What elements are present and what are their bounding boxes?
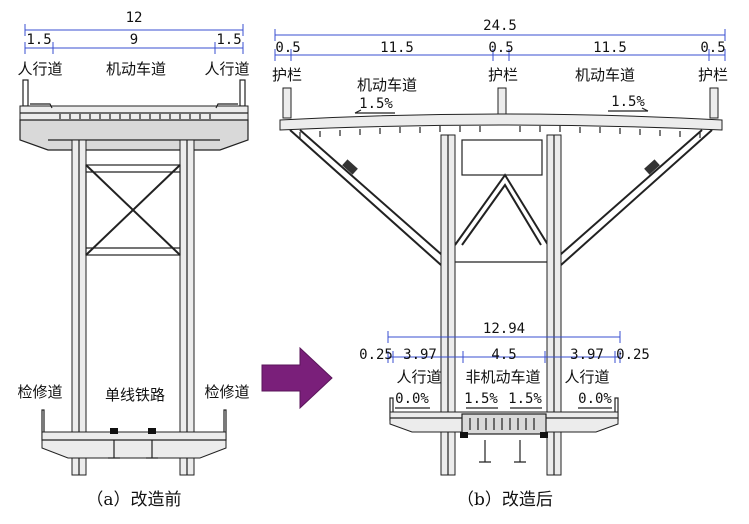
label-b-lower-sidewalk-right: 人行道 (564, 368, 609, 386)
guardrail-b-mid (497, 87, 507, 119)
dim-b-seg1: 0.5 (275, 40, 300, 56)
label-b-motor-right: 机动车道 (575, 66, 635, 84)
slope-b-left: 1.5% (359, 96, 393, 112)
arrow-right-icon (261, 346, 333, 410)
slope-b-lower-mid-right: 1.5% (508, 391, 542, 407)
slope-b-lower-right: 0.0% (578, 391, 612, 407)
label-b-guard-mid: 护栏 (488, 66, 518, 84)
strut-b-right (560, 129, 713, 266)
dim-b-lower-total: 12.94 (483, 321, 525, 337)
label-a-maint-left: 检修道 (17, 383, 62, 401)
dim-a-total: 12 (126, 10, 143, 26)
dim-b-lower-mid: 4.5 (491, 347, 516, 363)
dim-b-seg4: 11.5 (593, 40, 627, 56)
dim-a-right: 1.5 (216, 32, 241, 48)
rail-a-left (110, 428, 118, 434)
slope-b-lower-left: 0.0% (395, 391, 429, 407)
upper-deck-b (279, 113, 723, 131)
label-a-motor-lane: 机动车道 (106, 60, 166, 78)
slope-b-right: 1.5% (611, 94, 645, 110)
label-b-nonmotor-lane: 非机动车道 (465, 368, 540, 386)
dim-b-lower-right-a: 0.25 (616, 347, 650, 363)
label-b-lower-sidewalk-left: 人行道 (396, 368, 441, 386)
crossbeam-a (19, 119, 249, 151)
guardrail-b-left (282, 87, 292, 119)
lower-box-b (461, 413, 547, 435)
dim-b-seg3: 0.5 (488, 40, 513, 56)
bracing-a-diag2 (85, 164, 181, 256)
dim-b-seg5: 0.5 (700, 40, 725, 56)
railing-a-right (239, 79, 246, 107)
label-a-rail: 单线铁路 (105, 386, 165, 404)
dim-a-left: 1.5 (26, 32, 51, 48)
rail-a-right (148, 428, 156, 434)
upper-box-b (461, 139, 543, 176)
label-a-sidewalk-right: 人行道 (204, 60, 249, 78)
label-a-maint-right: 检修道 (204, 383, 249, 401)
caption-a: （a）改造前 (86, 490, 181, 510)
label-a-sidewalk-left: 人行道 (17, 60, 62, 78)
dim-b-total: 24.5 (483, 18, 517, 34)
slope-b-lower-mid-left: 1.5% (464, 391, 498, 407)
label-b-guard-left: 护栏 (272, 66, 302, 84)
caption-b: （b）改造后 (457, 490, 553, 510)
lower-deck-a (41, 431, 227, 459)
label-b-guard-right: 护栏 (698, 66, 728, 84)
railing-a-left (22, 79, 29, 107)
panel-b-after: 24.5 0.5 11.5 0.5 11.5 0.5 护栏 机动车道 护栏 机动… (272, 18, 728, 510)
transform-arrow (261, 346, 333, 410)
guardrail-b-right (709, 87, 719, 119)
dim-b-lower-left-a: 0.25 (359, 347, 393, 363)
bracing-a-frame (85, 164, 181, 256)
panel-a-before: 12 1.5 9 1.5 人行道 机动车道 人行道 (17, 10, 249, 510)
dim-b-lower-left-b: 3.97 (403, 347, 437, 363)
dim-b-lower-right-b: 3.97 (570, 347, 604, 363)
strut-b-left (289, 129, 442, 266)
label-b-motor-left: 机动车道 (357, 76, 417, 94)
dim-b-seg2: 11.5 (380, 40, 414, 56)
dim-a-mid: 9 (130, 32, 138, 48)
